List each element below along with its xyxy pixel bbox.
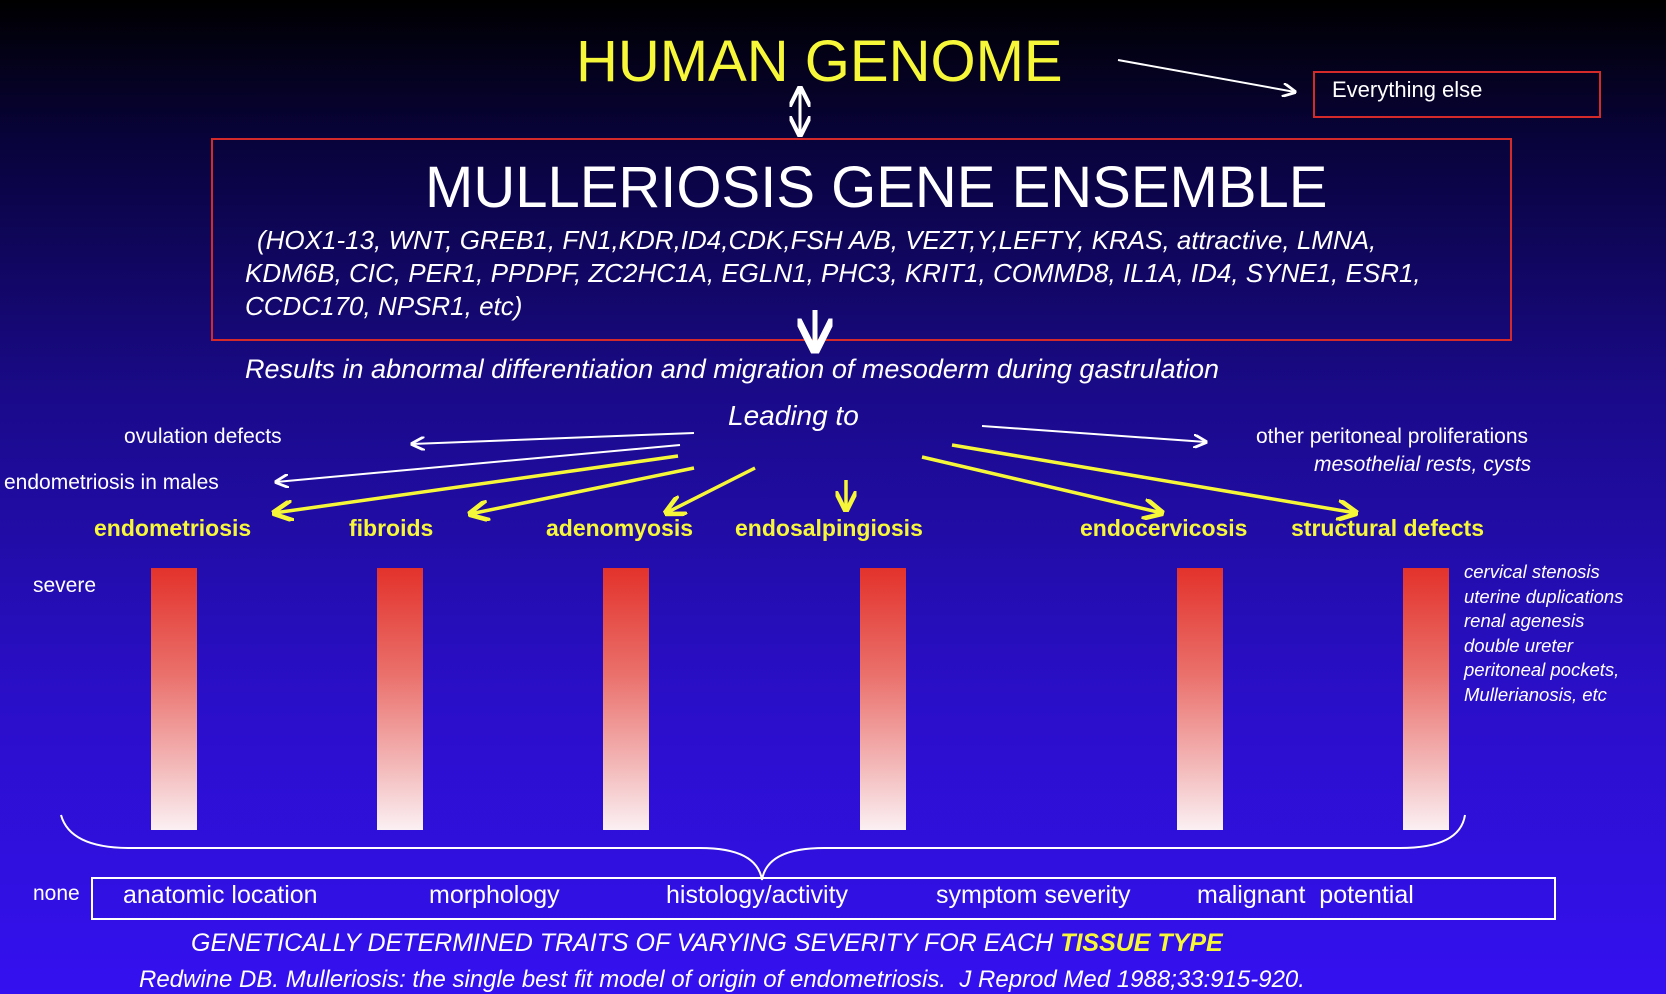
adenomyosis-arrow [666, 466, 756, 513]
list-item: cervical stenosis [1464, 561, 1600, 582]
scale-severe-label: severe [33, 574, 97, 597]
statement-prefix: GENETICALLY DETERMINED TRAITS OF VARYING… [191, 929, 1061, 957]
citation: Redwine DB. Mulleriosis: the single best… [139, 966, 1305, 993]
severity-bar-endocervicosis [1177, 568, 1223, 830]
endocervicosis-arrow [921, 455, 1162, 513]
trait-symptom-severity: symptom severity [936, 881, 1131, 909]
severity-bar-structural-defects [1403, 568, 1449, 830]
trait-morphology: morphology [429, 881, 560, 909]
severity-bar-endosalpingiosis [860, 568, 906, 830]
structural-defects-arrow [951, 443, 1356, 513]
human-genome-title: HUMAN GENOME [576, 29, 1063, 94]
trait-malignant-potential: malignant potential [1197, 881, 1414, 909]
structural-defects-list: cervical stenosis uterine duplications r… [1464, 560, 1623, 707]
traits-box [91, 877, 1556, 920]
mesothelial-rests-label: mesothelial rests, cysts [1314, 453, 1532, 476]
other-peritoneal-label: other peritoneal proliferations [1256, 425, 1528, 448]
everything-else-arrow [1117, 59, 1295, 92]
ovulation-defects-label: ovulation defects [124, 425, 282, 448]
category-fibroids: fibroids [349, 515, 434, 541]
fibroids-arrow [470, 466, 695, 514]
list-item: double ureter [1464, 634, 1574, 656]
result-statement: Results in abnormal differentiation and … [245, 354, 1220, 384]
category-endometriosis: endometriosis [94, 515, 252, 541]
severity-bar-adenomyosis [603, 568, 649, 830]
everything-else-box: Everything else [1313, 71, 1601, 118]
leading-to-label: Leading to [728, 400, 859, 431]
category-endosalpingiosis: endosalpingiosis [735, 515, 923, 541]
severity-bar-fibroids [377, 568, 423, 830]
list-item: peritoneal pockets, [1464, 659, 1620, 680]
males-arrow [276, 444, 681, 482]
gene-ensemble-box: MULLERIOSIS GENE ENSEMBLE (HOX1-13, WNT,… [211, 138, 1512, 341]
list-item: Mullerianosis, etc [1464, 683, 1607, 705]
ovulation-arrow [412, 432, 695, 444]
list-item: renal agenesis [1464, 610, 1585, 631]
gene-ensemble-title: MULLERIOSIS GENE ENSEMBLE [425, 155, 1328, 220]
statement-highlight: TISSUE TYPE [1060, 929, 1223, 957]
genetic-traits-statement: GENETICALLY DETERMINED TRAITS OF VARYING… [191, 929, 1223, 958]
endometriosis-in-males-label: endometriosis in males [4, 471, 219, 494]
trait-histology-activity: histology/activity [666, 881, 849, 909]
trait-anatomic-location: anatomic location [123, 881, 318, 909]
list-item: uterine duplications [1464, 585, 1624, 607]
everything-else-label: Everything else [1332, 77, 1483, 102]
traits-brace [60, 814, 1466, 881]
endometriosis-arrow [274, 454, 679, 513]
severity-bar-endometriosis [151, 568, 197, 830]
gene-list: (HOX1-13, WNT, GREB1, FN1,KDR,ID4,CDK,FS… [245, 225, 1421, 321]
category-adenomyosis: adenomyosis [546, 515, 693, 541]
other-peritoneal-arrow [981, 425, 1206, 442]
category-structural-defects: structural defects [1291, 515, 1485, 541]
scale-none-label: none [33, 882, 80, 905]
